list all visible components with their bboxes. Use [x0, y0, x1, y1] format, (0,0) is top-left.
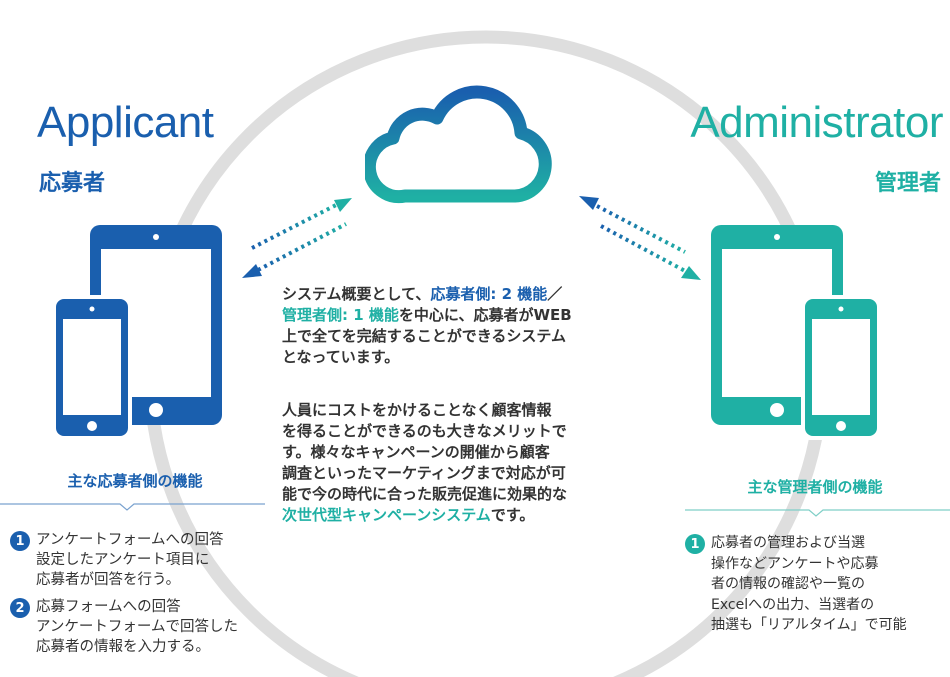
arrow-head-down-icon	[681, 266, 701, 280]
summary-line: 管理者側: 1 機能を中心に、応募者がWEB	[282, 305, 662, 326]
number-badge: 1	[10, 531, 30, 551]
arrow-head-up-icon	[579, 196, 599, 210]
summary-text: ／	[547, 285, 563, 303]
applicant-title: Applicant	[37, 98, 214, 147]
number-badge: 2	[10, 598, 30, 618]
arrow-line-down	[596, 204, 686, 254]
benefit-line: 人員にコストをかけることなく顧客情報	[282, 401, 552, 419]
benefit-line: 能で今の時代に合った販売促進に効果的な	[282, 485, 568, 503]
summary-line: となっています。	[282, 348, 400, 366]
applicant-devices-icon	[52, 225, 222, 440]
feature-desc-line: 者の情報の確認や一覧の	[711, 576, 865, 592]
arrow-line-down	[257, 222, 347, 272]
administrator-count-highlight: 管理者側: 1 機能	[282, 306, 399, 324]
feature-title: アンケートフォームへの回答	[36, 532, 224, 548]
benefit-line: す。様々なキャンペーンの開催から顧客	[282, 443, 550, 461]
cloud-icon	[365, 85, 552, 204]
applicant-features-divider	[0, 503, 265, 511]
feature-desc-line: 操作などアンケートや応募	[711, 555, 879, 572]
feature-desc-line: 応募者の情報を入力する。	[36, 639, 210, 655]
list-item: 1 アンケートフォームへの回答 設定したアンケート項目に 応募者が回答を行う。	[10, 530, 275, 590]
summary-text: システム概要として、	[282, 285, 431, 303]
benefit-line: を得ることができるのも大きなメリットで	[282, 422, 567, 440]
feature-desc-line: 応募者が回答を行う。	[36, 572, 181, 588]
number-badge: 1	[685, 534, 705, 554]
applicant-sync-arrows	[242, 198, 352, 278]
administrator-subtitle: 管理者	[874, 171, 941, 196]
arrow-line-up	[600, 224, 688, 274]
administrator-features-heading: 主な管理者側の機能	[747, 478, 883, 496]
applicant-count-highlight: 応募者側: 2 機能	[430, 285, 548, 303]
feature-desc-line: Excelへの出力、当選者の	[711, 596, 875, 613]
benefit-paragraph: 人員にコストをかけることなく顧客情報 を得ることができるのも大きなメリットで す…	[282, 400, 667, 526]
administrator-title: Administrator	[690, 98, 943, 147]
benefit-text: です。	[490, 506, 535, 524]
administrator-features-divider	[685, 509, 950, 517]
summary-line: 上で全てを完結することができるシステム	[282, 327, 566, 345]
benefit-line: 次世代型キャンペーンシステムです。	[282, 505, 667, 526]
summary-text: を中心に、応募者がWEB	[398, 306, 572, 324]
summary-line: システム概要として、応募者側: 2 機能／	[282, 284, 662, 305]
admin-sync-arrows	[579, 196, 701, 280]
arrow-head-down-icon	[242, 264, 262, 278]
system-name-highlight: 次世代型キャンペーンシステム	[282, 506, 491, 524]
administrator-devices-icon	[711, 225, 881, 440]
feature-desc-line: 応募者の管理および当選	[711, 535, 865, 551]
feature-desc-line: 抽選も「リアルタイム」で可能	[711, 617, 907, 633]
feature-desc-line: 設定したアンケート項目に	[36, 552, 210, 568]
list-item: 1 応募者の管理および当選 操作などアンケートや応募 者の情報の確認や一覧の E…	[685, 533, 947, 636]
applicant-feature-list: 1 アンケートフォームへの回答 設定したアンケート項目に 応募者が回答を行う。 …	[10, 530, 275, 657]
benefit-line: 調査といったマーケティングまで対応が可	[282, 464, 566, 482]
feature-desc-line: アンケートフォームで回答した	[36, 619, 238, 635]
feature-title: 応募フォームへの回答	[36, 599, 181, 615]
arrow-line-up	[251, 202, 339, 250]
arrow-head-up-icon	[334, 198, 352, 212]
summary-paragraph: システム概要として、応募者側: 2 機能／ 管理者側: 1 機能を中心に、応募者…	[282, 284, 662, 368]
list-item: 2 応募フォームへの回答 アンケートフォームで回答した 応募者の情報を入力する。	[10, 597, 275, 657]
administrator-feature-list: 1 応募者の管理および当選 操作などアンケートや応募 者の情報の確認や一覧の E…	[685, 533, 947, 636]
applicant-subtitle: 応募者	[39, 171, 106, 196]
applicant-features-heading: 主な応募者側の機能	[67, 472, 203, 490]
